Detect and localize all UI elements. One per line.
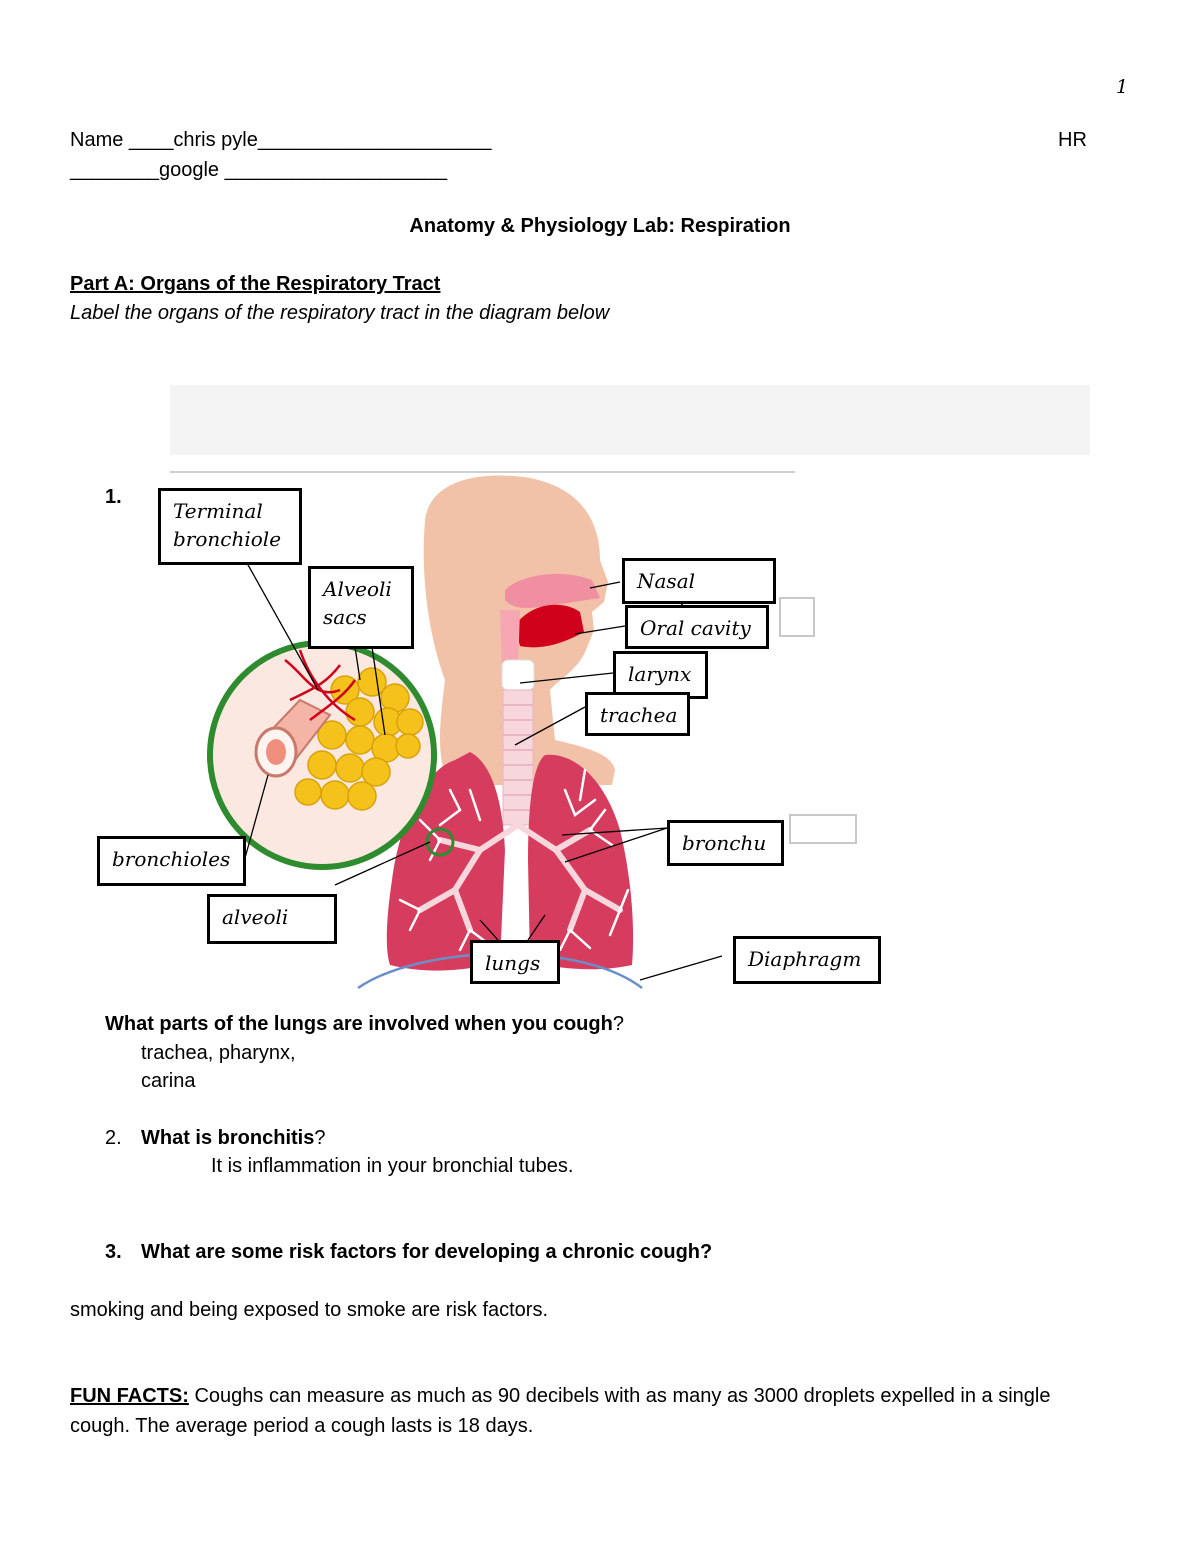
question-1-text: What parts of the lungs are involved whe… bbox=[105, 1013, 613, 1035]
hr-label: HR bbox=[1058, 129, 1087, 151]
oral-cavity-shape bbox=[515, 604, 584, 648]
label-alveoli-sacs: Alveoli sacs bbox=[308, 566, 414, 649]
fun-facts-label: FUN FACTS: bbox=[70, 1385, 189, 1407]
diagram-number: 1. bbox=[105, 486, 122, 508]
label-lungs: lungs bbox=[470, 940, 560, 984]
nasal-cavity-shape bbox=[505, 573, 600, 608]
question-1-answer-line-2: carina bbox=[141, 1070, 196, 1092]
part-a-instruction: Label the organs of the respiratory trac… bbox=[70, 302, 610, 324]
label-oral-cavity: Oral cavity bbox=[625, 605, 769, 649]
label-bronchu: bronchu bbox=[667, 820, 784, 866]
page-number: 1 bbox=[1116, 76, 1129, 98]
fun-facts-text-line-2: cough. The average period a cough lasts … bbox=[70, 1415, 534, 1437]
question-2-answer: It is inflammation in your bronchial tub… bbox=[211, 1155, 574, 1177]
question-3-answer: smoking and being exposed to smoke are r… bbox=[70, 1299, 549, 1321]
question-3-number: 3. bbox=[105, 1241, 122, 1263]
question-1-answer-line-1: trachea, pharynx, bbox=[141, 1042, 296, 1064]
label-terminal-bronchiole: Terminal bronchiole bbox=[158, 488, 302, 565]
label-diaphragm: Diaphragm bbox=[733, 936, 881, 984]
faded-background-artifact bbox=[170, 385, 1090, 455]
label-alveoli: alveoli bbox=[207, 894, 337, 944]
bronchial-tree bbox=[417, 822, 623, 933]
question-1-mark: ? bbox=[612, 1013, 624, 1035]
question-2-number: 2. bbox=[105, 1127, 122, 1149]
question-2: What is bronchitis? bbox=[141, 1127, 325, 1150]
question-2-mark: ? bbox=[314, 1127, 326, 1149]
label-trachea: trachea bbox=[585, 692, 690, 736]
fun-facts-text-line-1: Coughs can measure as much as 90 decibel… bbox=[188, 1385, 1051, 1407]
pharynx-shape bbox=[500, 610, 520, 670]
part-a-heading: Part A: Organs of the Respiratory Tract bbox=[70, 273, 441, 295]
question-1: What parts of the lungs are involved whe… bbox=[105, 1013, 624, 1036]
right-lung bbox=[528, 754, 634, 970]
faded-box-artifact bbox=[779, 597, 815, 637]
leader-lines bbox=[244, 562, 723, 981]
label-larynx: larynx bbox=[613, 651, 708, 699]
alveoli-cluster bbox=[294, 667, 424, 811]
name-line: Name ____chris pyle_____________________ bbox=[70, 129, 492, 151]
label-nasal-cavity: Nasal cavity bbox=[622, 558, 776, 621]
lung-zoom-marker bbox=[425, 827, 455, 857]
fun-facts: FUN FACTS: Coughs can measure as much as… bbox=[70, 1385, 1051, 1408]
second-line: ________google ____________________ bbox=[70, 159, 448, 181]
capillaries bbox=[284, 649, 357, 722]
label-bronchioles: bronchioles bbox=[97, 836, 246, 886]
larynx-shape bbox=[501, 659, 535, 691]
trachea-shape bbox=[502, 689, 534, 826]
question-3-text: What are some risk factors for developin… bbox=[141, 1241, 713, 1263]
bronchiole-lumen bbox=[266, 739, 286, 765]
faded-box-artifact bbox=[789, 814, 857, 844]
page-title: Anatomy & Physiology Lab: Respiration bbox=[409, 215, 791, 237]
question-2-text: What is bronchitis bbox=[141, 1127, 315, 1149]
